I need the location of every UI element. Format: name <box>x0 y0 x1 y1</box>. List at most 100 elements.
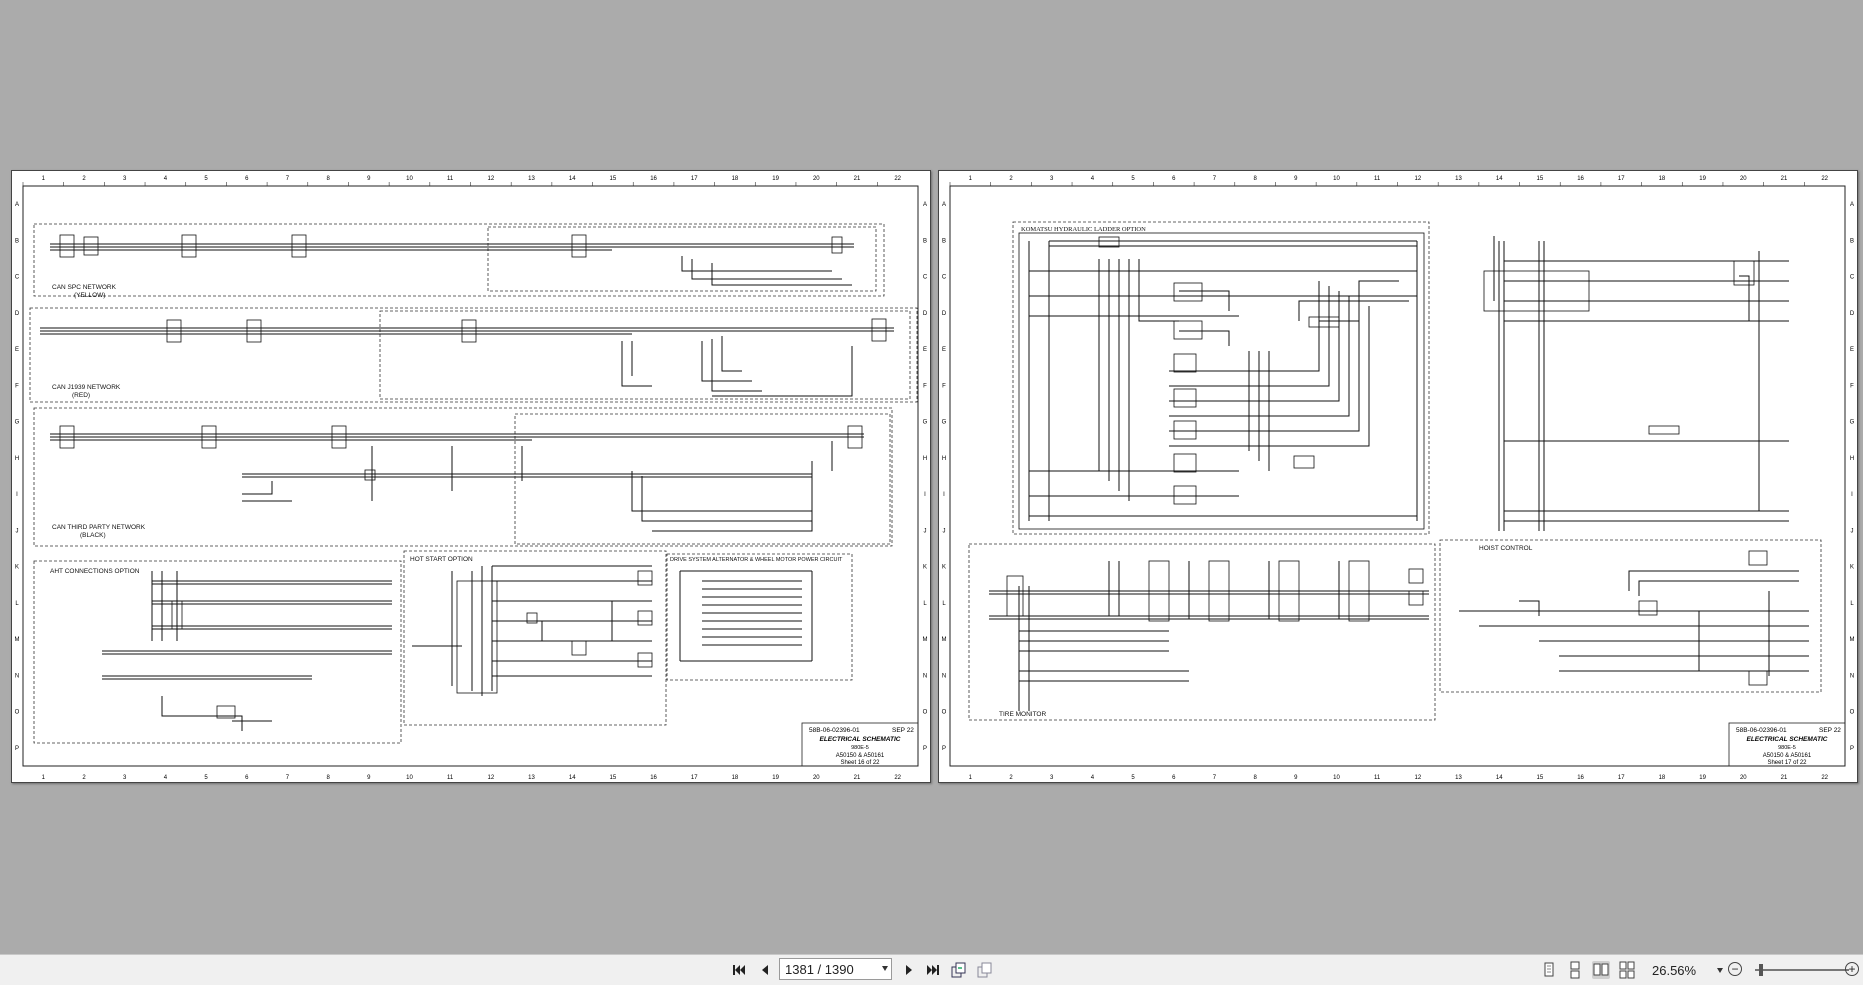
facing-view-button[interactable] <box>1592 961 1610 979</box>
grid-row-label: D <box>942 311 947 317</box>
zoom-slider-handle[interactable] <box>1759 964 1763 976</box>
label-aht: AHT CONNECTIONS OPTION <box>50 568 140 575</box>
grid-row-label: A <box>942 202 946 208</box>
grid-column-label: 17 <box>691 775 698 781</box>
label-tire-monitor: TIRE MONITOR <box>999 711 1046 718</box>
label-can-j1939-color: (RED) <box>72 392 90 399</box>
grid-row-label: G <box>942 420 947 426</box>
grid-column-label: 2 <box>1009 176 1013 182</box>
grid-row-label: B <box>1850 238 1854 244</box>
doc-title: ELECTRICAL SCHEMATIC <box>819 736 900 743</box>
grid-row-label: M <box>15 637 20 643</box>
single-page-view-button[interactable] <box>1540 961 1558 979</box>
grid-column-label: 6 <box>245 775 249 781</box>
grid-row-label: H <box>1850 456 1854 462</box>
grid-column-label: 4 <box>164 775 168 781</box>
section-tire-monitor <box>968 543 1436 721</box>
label-can-j1939: CAN J1939 NETWORK <box>52 384 121 391</box>
grid-column-label: 9 <box>367 176 371 182</box>
label-hot-start: HOT START OPTION <box>410 556 473 563</box>
section-drive-system <box>666 553 853 681</box>
continuous-facing-view-button[interactable] <box>1618 961 1636 979</box>
previous-page-button[interactable] <box>756 961 774 979</box>
grid-column-label: 1 <box>969 775 973 781</box>
doc-serials: A50150 & A50161 <box>836 753 885 759</box>
grid-row-label: F <box>1850 383 1854 389</box>
page-number-input[interactable] <box>785 960 873 978</box>
grid-column-label: 3 <box>123 176 127 182</box>
zoom-out-icon: − <box>1731 962 1739 976</box>
grid-row-label: J <box>1851 528 1854 534</box>
grid-column-label: 2 <box>82 176 86 182</box>
grid-row-label: I <box>16 492 18 498</box>
grid-column-label: 15 <box>1537 176 1544 182</box>
zoom-out-button[interactable]: − <box>1728 962 1742 976</box>
label-hoist-control: HOIST CONTROL <box>1479 545 1533 552</box>
grid-row-label: I <box>924 492 926 498</box>
grid-row-label: M <box>1850 637 1855 643</box>
label-can-third-party: CAN THIRD PARTY NETWORK <box>52 524 146 531</box>
grid-row-label: F <box>942 383 946 389</box>
grid-column-label: 16 <box>650 176 657 182</box>
grid-column-label: 16 <box>650 775 657 781</box>
single-page-icon <box>1544 962 1554 977</box>
zoom-in-icon: + <box>1848 962 1856 976</box>
grid-column-label: 13 <box>528 775 535 781</box>
grid-column-label: 20 <box>1740 176 1747 182</box>
title-block-sheet-17: 58B-06-02396-01 SEP 22 ELECTRICAL SCHEMA… <box>1728 722 1846 767</box>
zoom-level[interactable]: 26.56% <box>1652 963 1697 978</box>
zoom-dropdown-icon[interactable] <box>1717 968 1723 973</box>
grid-column-label: 14 <box>569 176 576 182</box>
grid-row-label: A <box>15 202 19 208</box>
grid-row-label: K <box>942 565 946 571</box>
grid-column-label: 10 <box>406 176 413 182</box>
label-can-spc: CAN SPC NETWORK <box>52 284 117 291</box>
section-can-spc <box>33 223 885 297</box>
grid-row-label: G <box>923 420 928 426</box>
grid-column-label: 10 <box>406 775 413 781</box>
status-bar: 26.56% − + <box>0 954 1863 985</box>
doc-number: 58B-06-02396-01 <box>1736 727 1787 734</box>
first-page-button[interactable] <box>730 961 748 979</box>
grid-column-label: 6 <box>1172 775 1176 781</box>
page-number-box[interactable] <box>779 958 892 980</box>
section-hot-start <box>403 550 667 726</box>
go-forward-view-button[interactable] <box>976 961 994 979</box>
continuous-view-button[interactable] <box>1566 961 1584 979</box>
grid-row-label: B <box>923 238 927 244</box>
grid-column-label: 15 <box>610 775 617 781</box>
next-page-button[interactable] <box>900 961 918 979</box>
grid-row-label: L <box>942 601 946 607</box>
grid-column-label: 10 <box>1333 775 1340 781</box>
grid-column-label: 7 <box>286 775 290 781</box>
grid-row-label: E <box>1850 347 1854 353</box>
grid-column-label: 2 <box>82 775 86 781</box>
grid-column-label: 7 <box>1213 775 1217 781</box>
doc-sheet: Sheet 16 of 22 <box>840 760 880 766</box>
grid-row-label: H <box>942 456 946 462</box>
grid-column-label: 20 <box>813 775 820 781</box>
grid-column-label: 22 <box>1821 775 1828 781</box>
grid-row-label: D <box>923 311 928 317</box>
grid-column-label: 1 <box>969 176 973 182</box>
grid-row-label: L <box>923 601 927 607</box>
go-back-view-button[interactable] <box>950 961 968 979</box>
grid-row-label: K <box>1850 565 1854 571</box>
grid-column-label: 21 <box>1781 176 1788 182</box>
grid-column-label: 17 <box>691 176 698 182</box>
grid-column-label: 20 <box>813 176 820 182</box>
grid-column-label: 19 <box>772 176 779 182</box>
zoom-slider[interactable] <box>1755 969 1849 971</box>
doc-date: SEP 22 <box>892 727 914 734</box>
grid-column-label: 9 <box>1294 176 1298 182</box>
grid-column-label: 19 <box>772 775 779 781</box>
doc-title: ELECTRICAL SCHEMATIC <box>1746 736 1827 743</box>
grid-row-label: E <box>15 347 19 353</box>
grid-row-label: H <box>15 456 19 462</box>
grid-row-label: B <box>942 238 946 244</box>
zoom-in-button[interactable]: + <box>1845 962 1859 976</box>
page-dropdown-icon[interactable] <box>882 966 888 971</box>
last-page-button[interactable] <box>924 961 942 979</box>
